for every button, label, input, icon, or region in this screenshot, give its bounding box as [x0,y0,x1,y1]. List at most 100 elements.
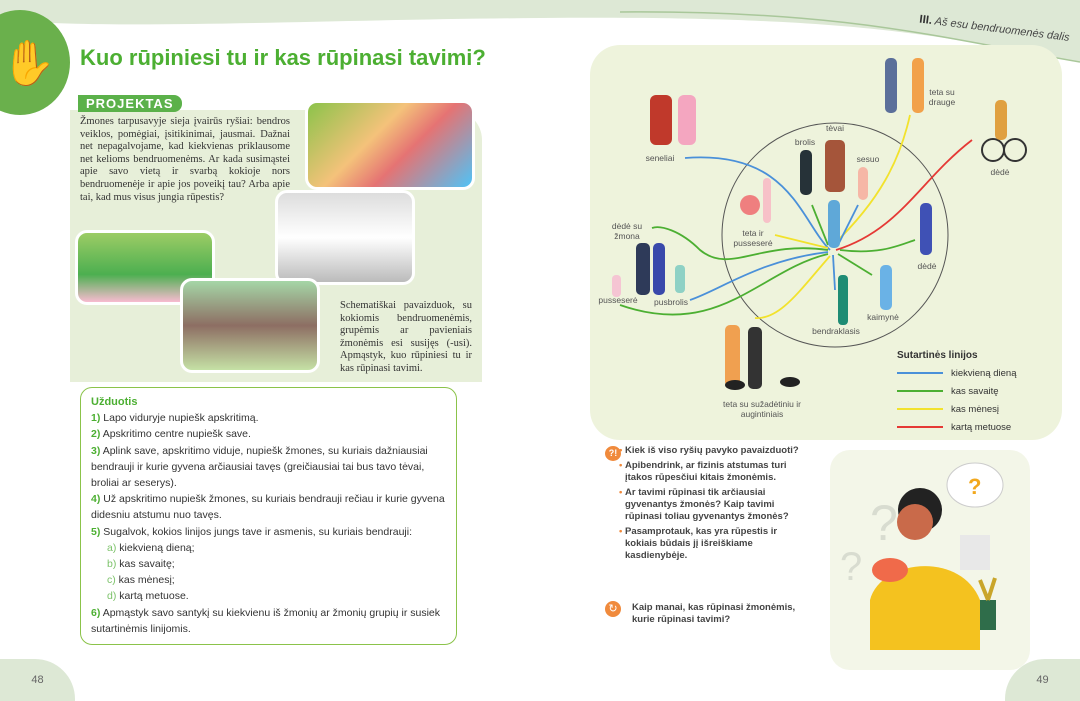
cousin-boy-figure [675,265,685,293]
aunt-figure [885,58,897,113]
label-dede-bike: dėdė [990,167,1010,177]
label-tevai: tėvai [826,123,844,133]
substep-letter: a) [107,541,117,554]
svg-text:?: ? [968,474,981,499]
line-dede-right [839,239,916,253]
question-item: Apibendrink, ar fizinis atstumas turi įt… [605,460,810,484]
grandfather-figure [650,95,672,145]
label-kaimyne: kaimynė [867,312,899,322]
substep-text: kartą metuose. [119,590,189,603]
grandmother-figure [678,95,696,145]
uncle-wife-figure [636,243,650,295]
legend-arrow-blue [897,372,943,374]
task-step: 4) Už apskritimo nupiešk žmones, su kuri… [91,491,446,523]
neighbor-figure [880,265,892,310]
substep-letter: b) [107,558,117,571]
task-step: 5) Sugalvok, kokios linijos jungs tave i… [91,524,446,540]
aunt-fiance-figure [725,325,740,387]
svg-text:?: ? [840,545,862,589]
legend-label: kiekvieną dieną [951,367,1017,379]
task-step: 1) Lapo viduryje nupiešk apskritimą. [91,410,446,426]
question-list: Kiek iš viso ryšių pavyko pavaizduoti? A… [605,445,810,565]
label-brolis: brolis [794,137,816,147]
page-title: Kuo rūpiniesi tu ir kas rūpinasi tavimi? [80,45,486,70]
label-pussesere: pusseserė [598,295,638,305]
substep-letter: d) [107,590,117,603]
task-step: 2) Apskritimo centre nupiešk save. [91,426,446,442]
step-number: 6) [91,606,101,619]
label-teta-pussesere: teta ir pusseserė [733,228,773,248]
line-seneliai [684,156,831,251]
aunt-stroller-figure [763,178,771,223]
task-substep: d) kartą metuose. [91,588,446,604]
inner-circle [721,122,949,348]
substep-text: kas mėnesį; [118,574,175,587]
line-teta-suzadetinis [754,255,831,319]
question-item: Ar tavimi rūpinasi tik arčiausiai gyvena… [605,487,810,523]
self-figure [828,200,840,248]
substep-text: kiekvieną dieną; [119,541,195,554]
task-box: Užduotis 1) Lapo viduryje nupiešk apskri… [80,387,457,645]
task-step: 3) Aplink save, apskritimo viduje, nupie… [91,443,446,492]
legend-label: kartą metuose [951,421,1012,433]
line-teta-pussesere [774,234,829,249]
step-number: 3) [91,444,101,457]
step-text: Už apskritimo nupiešk žmones, su kuriais… [91,493,445,522]
people-figures [612,58,1027,390]
substep-text: kas savaitę; [119,558,175,571]
label-teta-drauge: teta su drauge [928,87,956,107]
sister-figure [858,167,868,200]
label-bendraklasis: bendraklasis [812,326,860,336]
label-teta-suzadetinis: teta su sužadėtiniu ir augintiniais [723,399,801,419]
step-number: 4) [91,493,101,506]
step-number: 1) [91,412,101,425]
line-dede-zmona [651,226,829,260]
photo-family-forest [180,278,320,373]
step-text: Apmąstyk savo santykį su kiekvienu iš žm… [91,606,440,635]
step-text: Aplink save, apskritimo viduje, nupiešk … [91,444,428,490]
parents-figure [825,140,845,192]
brother-figure [800,150,812,195]
task-heading: Užduotis [91,396,138,408]
legend-arrow-red [897,426,943,428]
legend-arrow-yellow [897,408,943,410]
step-text: Sugalvok, kokios linijos jungs tave ir a… [103,525,412,538]
legend-item: kiekvieną dieną [897,364,1017,382]
legend-arrow-green [897,390,943,392]
line-kaimyne [837,253,873,276]
step-number: 2) [91,428,101,441]
step-text: Apskritimo centre nupiešk save. [102,428,251,441]
thinking-person-illustration: ? ? ? [830,450,1030,670]
uncle-right-figure [920,203,932,255]
photo-karate [275,190,415,285]
project-badge: PROJEKTAS [78,95,182,112]
legend: Sutartinės linijos kiekvieną dieną kas s… [897,350,1017,436]
line-pussesere [619,253,829,316]
line-bendraklasis [832,254,836,291]
question-item: Kiek iš viso ryšių pavyko pavaizduoti? [605,445,810,457]
bicycle [981,138,1005,162]
task-substep: c) kas mėnesį; [91,572,446,588]
classmate-figure [838,275,848,325]
label-dede-right: dėdė [917,261,937,271]
step-number: 5) [91,525,101,538]
label-seneliai: seneliai [645,153,675,163]
reflection-question: Kaip manai, kas rūpinasi žmonėmis, kurie… [632,602,796,625]
dog [725,380,745,390]
legend-title: Sutartinės linijos [897,350,978,361]
friend-figure [912,58,924,113]
label-pusbrolis: pusbrolis [653,297,689,307]
line-sesuo [837,204,859,246]
legend-item: kas savaitę [897,382,1017,400]
uncle-bike-figure [995,100,1007,140]
task-substep: a) kiekvieną dieną; [91,540,446,556]
label-sesuo: sesuo [856,154,880,164]
step-text: Lapo viduryje nupiešk apskritimą. [103,412,259,425]
legend-item: kartą metuose [897,418,1017,436]
line-brolis [811,204,829,246]
legend-label: kas mėnesį [951,403,1000,415]
label-dede-zmona: dėdė su žmona [611,221,643,241]
question-item: Pasamprotauk, kas yra rūpestis ir kokiai… [605,526,810,562]
legend-item: kas mėnesį [897,400,1017,418]
